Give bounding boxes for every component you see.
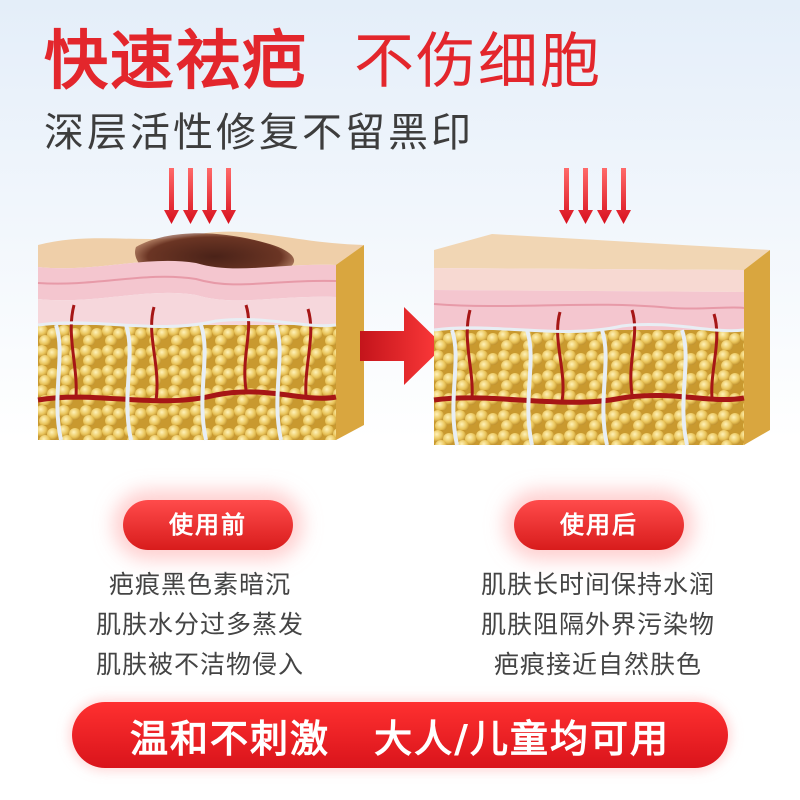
bottom-banner: 温和不刺激 大人/儿童均可用 — [72, 702, 728, 768]
list-item: 肌肤水分过多蒸发 — [95, 610, 304, 639]
after-label: 使用后 — [514, 500, 684, 550]
headline: 快速祛疤 不伤细胞 — [44, 14, 602, 99]
list-item: 肌肤阻隔外界污染物 — [480, 610, 715, 639]
skin-before-illustration — [37, 231, 364, 441]
headline-thin: 不伤细胞 — [354, 26, 602, 97]
headline-bold: 快速祛疤 — [44, 25, 308, 99]
list-item: 肌肤被不洁物侵入 — [95, 650, 304, 679]
skin-after-illustration — [433, 234, 770, 446]
subtitle: 深层活性修复不留黑印 — [44, 110, 474, 156]
list-item: 疤痕接近自然肤色 — [493, 650, 702, 679]
before-points: 疤痕黑色素暗沉 肌肤水分过多蒸发 肌肤被不洁物侵入 — [40, 565, 360, 685]
list-item: 肌肤长时间保持水润 — [480, 570, 715, 599]
down-arrows-icon — [559, 168, 631, 224]
right-arrow-icon — [360, 307, 444, 385]
before-label: 使用前 — [123, 500, 293, 550]
banner-right: 大人/儿童均可用 — [374, 716, 670, 761]
list-item: 疤痕黑色素暗沉 — [108, 570, 291, 599]
after-points: 肌肤长时间保持水润 肌肤阻隔外界污染物 疤痕接近自然肤色 — [438, 565, 758, 685]
banner-left: 温和不刺激 — [130, 716, 331, 761]
down-arrows-icon — [164, 168, 236, 224]
